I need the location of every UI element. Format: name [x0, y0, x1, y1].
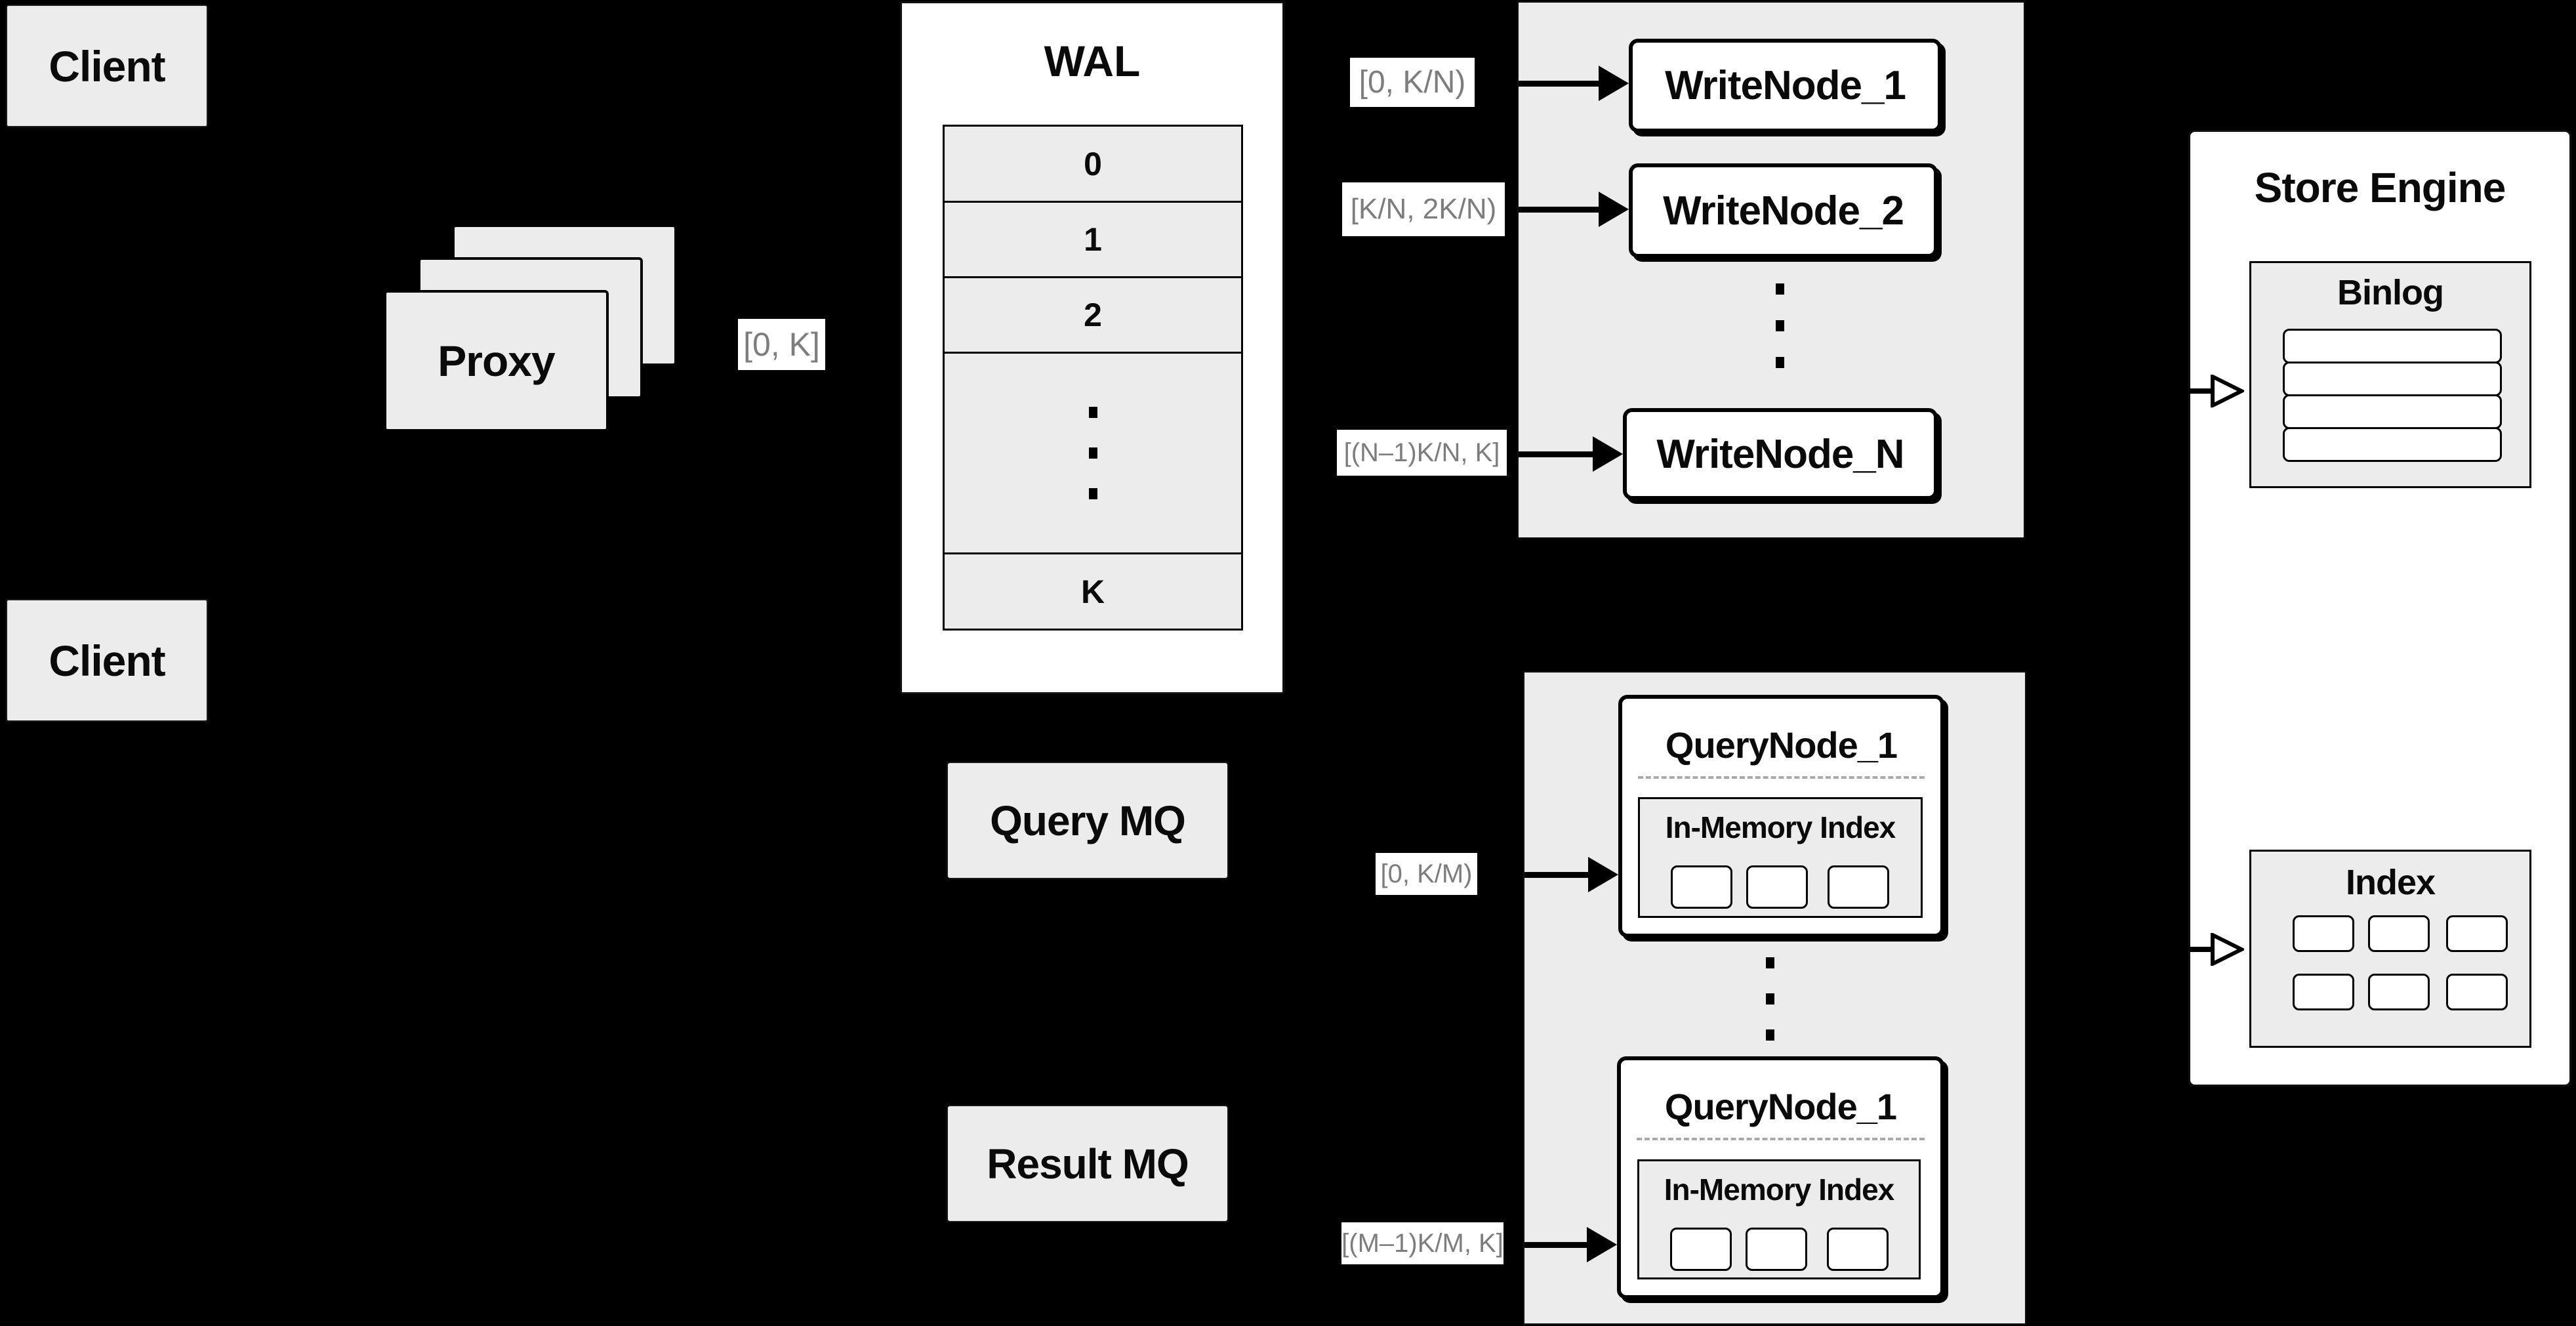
arrow-right-icon [1524, 857, 1618, 892]
ellipsis-icon [1088, 407, 1097, 499]
client-bottom-label: Client [49, 636, 165, 685]
query-mq-label: Query MQ [990, 797, 1186, 844]
binlog-row [2283, 394, 2502, 429]
index-cell [2446, 915, 2508, 952]
write-node-n-label: WriteNode_N [1656, 431, 1904, 477]
index-cell [2446, 974, 2508, 1010]
in-memory-index-box: In-Memory Index [1637, 1159, 1921, 1279]
wal-ellipsis-row [945, 354, 1241, 554]
store-engine-title: Store Engine [2254, 164, 2506, 211]
range-label-write-1: [0, K/N) [1350, 58, 1475, 107]
binlog-row [2283, 427, 2502, 462]
segment-chip [1827, 1228, 1889, 1271]
binlog-title: Binlog [2337, 273, 2444, 312]
query-mq-node: Query MQ [947, 762, 1229, 879]
range-label-write-n: [(N–1)K/N, K] [1337, 430, 1507, 476]
index-cell [2293, 915, 2354, 952]
write-node-1-label: WriteNode_1 [1665, 63, 1906, 108]
ellipsis-icon [1776, 283, 1784, 368]
open-arrow-right-icon [2189, 375, 2244, 407]
store-engine-node: Store Engine Binlog Index [2188, 130, 2571, 1087]
wal-segment-table: 0 1 2 K [943, 125, 1243, 631]
segment-chip [1671, 865, 1732, 909]
wal-segment-row-k: K [945, 554, 1241, 629]
range-label-query-bottom: [(M–1)K/M, K] [1341, 1222, 1503, 1264]
client-top-node: Client [6, 5, 208, 127]
segment-chip [1746, 865, 1808, 909]
write-node-n: WriteNode_N [1623, 408, 1938, 500]
binlog-box: Binlog [2249, 261, 2531, 488]
binlog-row [2283, 362, 2502, 396]
write-node-2-label: WriteNode_2 [1663, 188, 1904, 234]
proxy-label: Proxy [438, 337, 555, 385]
client-bottom-node: Client [6, 599, 208, 722]
query-node-top: QueryNode_1 In-Memory Index [1618, 695, 1944, 938]
index-cell [2368, 974, 2430, 1010]
dashed-divider [1637, 1138, 1925, 1140]
index-cell [2293, 974, 2354, 1010]
arrow-right-icon [1519, 436, 1623, 472]
in-memory-index-box: In-Memory Index [1638, 797, 1923, 918]
result-mq-node: Result MQ [947, 1105, 1229, 1222]
write-node-1: WriteNode_1 [1629, 39, 1942, 133]
in-memory-index-title: In-Memory Index [1664, 1172, 1895, 1207]
wal-segment-row: 0 [945, 127, 1241, 203]
arrow-right-icon [1524, 1227, 1617, 1262]
write-cluster-panel: WriteNode_1 WriteNode_2 WriteNode_N [1517, 1, 2025, 539]
index-cell [2368, 915, 2430, 952]
segment-chip [1828, 865, 1889, 909]
segment-chip [1670, 1228, 1732, 1271]
arrow-right-icon [1519, 66, 1629, 101]
write-node-2: WriteNode_2 [1629, 163, 1938, 258]
range-label-0-k: [0, K] [738, 319, 825, 370]
result-mq-label: Result MQ [987, 1140, 1189, 1188]
proxy-card-front: Proxy [384, 290, 609, 432]
segment-chip [1746, 1228, 1807, 1271]
range-label-query-top: [0, K/M) [1376, 853, 1477, 895]
ellipsis-icon [1766, 957, 1774, 1041]
wal-node: WAL 0 1 2 K [900, 1, 1284, 694]
binlog-row [2283, 329, 2502, 363]
wal-segment-row: 2 [945, 278, 1241, 354]
query-node-top-title: QueryNode_1 [1665, 724, 1898, 766]
range-label-write-2: [K/N, 2K/N) [1342, 182, 1505, 236]
wal-segment-row: 1 [945, 203, 1241, 278]
in-memory-index-title: In-Memory Index [1665, 810, 1896, 844]
index-box: Index [2249, 850, 2531, 1048]
open-arrow-right-icon [2189, 933, 2244, 966]
wal-title: WAL [1044, 37, 1141, 85]
dashed-divider [1638, 776, 1925, 779]
query-node-bottom-title: QueryNode_1 [1664, 1086, 1897, 1127]
arrow-right-icon [1519, 192, 1629, 227]
index-title: Index [2345, 863, 2436, 902]
query-node-bottom: QueryNode_1 In-Memory Index [1617, 1056, 1944, 1299]
query-cluster-panel: QueryNode_1 In-Memory Index QueryNode_1 … [1523, 671, 2026, 1325]
client-top-label: Client [49, 41, 165, 91]
